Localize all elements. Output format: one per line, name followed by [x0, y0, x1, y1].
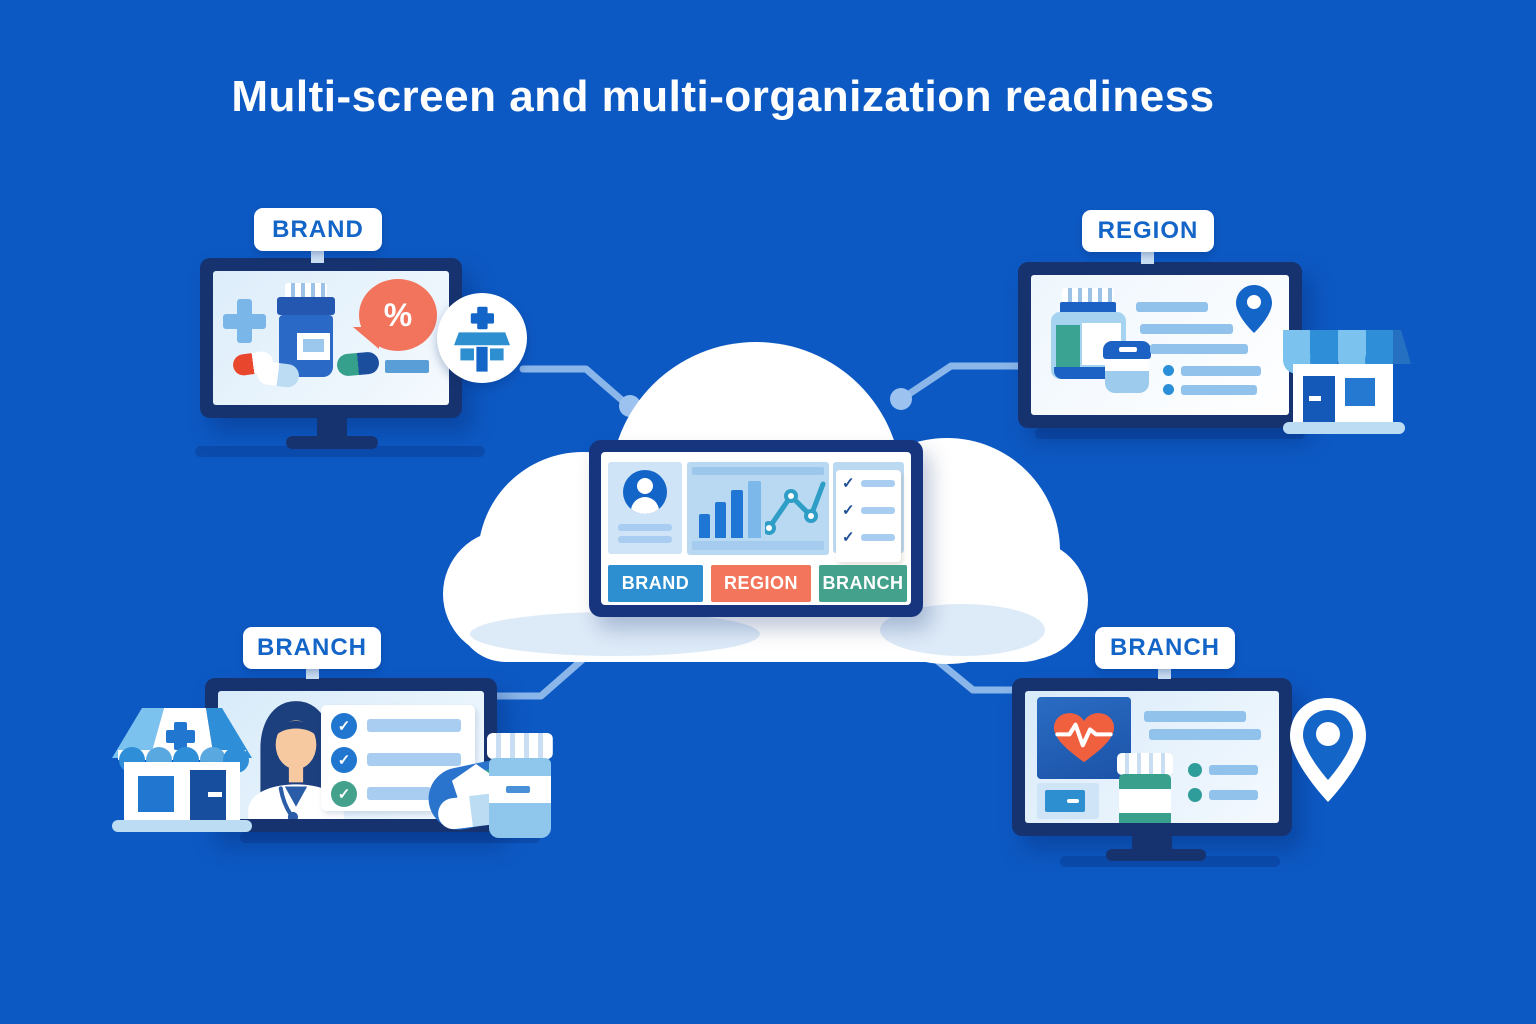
discount-bubble-icon: %	[359, 279, 437, 351]
profile-panel	[608, 462, 682, 554]
pharmacy-badge	[437, 293, 527, 383]
brand-screen: %	[213, 271, 449, 405]
check-circle-blue: ✓	[331, 713, 357, 739]
node-label-brand-text: BRAND	[272, 215, 364, 243]
bullet-dot	[1188, 788, 1202, 802]
cloud-dashboard: ✓ ✓ ✓ BRAND REGION BRANCH	[589, 440, 923, 617]
checklist-card: ✓ ✓ ✓	[836, 470, 901, 562]
thumbnail-card	[1037, 783, 1099, 819]
node-label-branch-right: BRANCH	[1095, 627, 1235, 669]
page-title: Multi-screen and multi-organization read…	[231, 72, 1215, 121]
bullet-dot	[1163, 365, 1174, 376]
bullet-dot	[1188, 763, 1202, 777]
pharmacist-icon	[248, 701, 344, 819]
capsule-teal-icon	[336, 351, 380, 377]
brand-monitor: %	[200, 258, 462, 418]
line-chart-icon	[765, 481, 826, 535]
tab-brand: BRAND	[608, 565, 703, 602]
node-label-branch-left: BRANCH	[243, 627, 381, 669]
analytics-panel	[687, 462, 829, 555]
user-avatar-icon	[623, 470, 667, 514]
node-label-brand: BRAND	[254, 208, 382, 251]
tab-region-label: REGION	[723, 573, 798, 593]
map-pin-icon	[1236, 285, 1272, 333]
pharmacy-store-icon	[454, 306, 510, 372]
bullet-dot	[1163, 384, 1174, 395]
node-label-branch-right-text: BRANCH	[1110, 634, 1220, 661]
branch-left-screen: ✓ ✓ ✓	[218, 691, 484, 819]
check-icon: ✓	[842, 502, 855, 519]
region-monitor	[1018, 262, 1302, 428]
node-label-branch-left-text: BRANCH	[257, 634, 367, 661]
check-icon: ✓	[842, 475, 855, 492]
dashboard-screen: ✓ ✓ ✓ BRAND REGION BRANCH	[601, 452, 911, 605]
heart-ecg-icon	[1053, 713, 1115, 763]
branch-right-screen	[1025, 691, 1279, 823]
tab-region: REGION	[711, 565, 811, 602]
check-icon: ✓	[842, 529, 855, 546]
check-circle-green: ✓	[331, 781, 357, 807]
check-circle-blue: ✓	[331, 747, 357, 773]
tab-brand-label: BRAND	[621, 573, 690, 593]
region-screen	[1031, 275, 1289, 415]
node-label-region-text: REGION	[1097, 217, 1199, 244]
branch-store-icon	[112, 708, 252, 832]
node-label-region: REGION	[1082, 210, 1214, 252]
checklist-panel: ✓ ✓ ✓	[833, 462, 904, 562]
region-store-icon	[1283, 330, 1411, 434]
heart-card	[1037, 697, 1131, 779]
branch-right-monitor	[1012, 678, 1292, 836]
location-pin-icon	[1290, 698, 1366, 802]
tab-branch-label: BRANCH	[822, 573, 904, 593]
branch-checklist-card: ✓ ✓ ✓	[321, 705, 475, 811]
percent-symbol: %	[383, 296, 413, 333]
tab-branch: BRANCH	[819, 565, 907, 602]
text-dash	[385, 360, 429, 373]
